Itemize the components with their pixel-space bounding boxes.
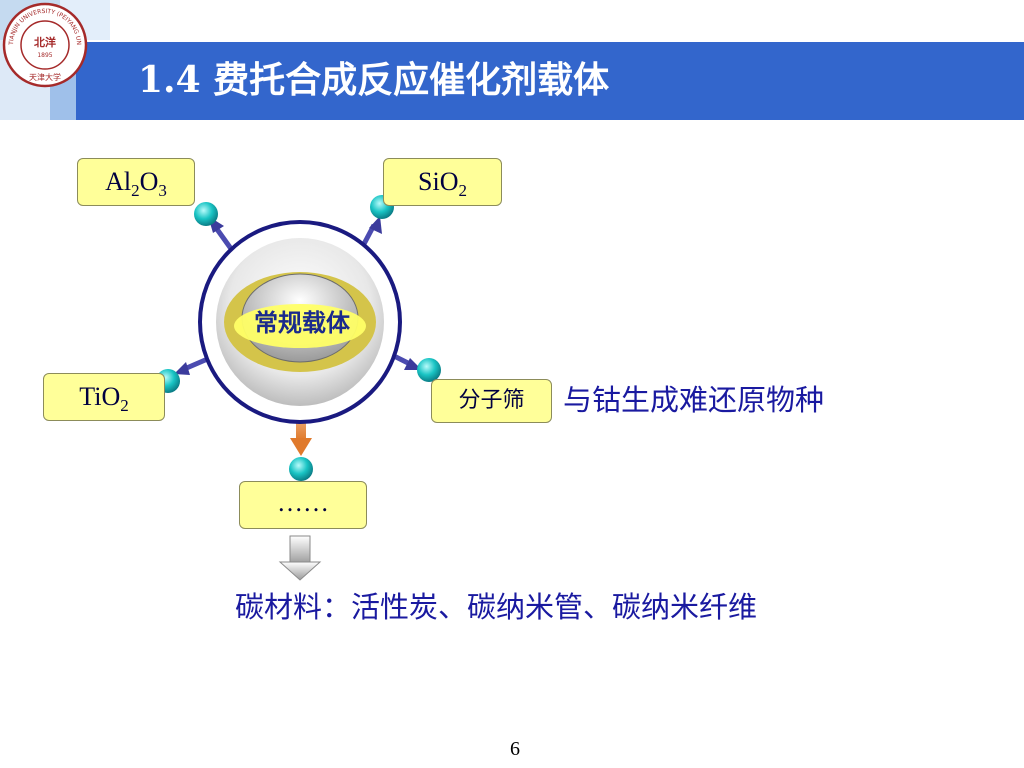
- logo-bottom-text: 天津大学: [29, 72, 61, 82]
- node-molecular-sieve: [417, 358, 441, 382]
- center-label-band: [234, 304, 366, 348]
- sio2-part1: SiO: [418, 167, 459, 196]
- page-number: 6: [510, 738, 520, 760]
- down-arrow-icon: [278, 535, 322, 581]
- support-box-molecular-sieve: 分子筛: [431, 379, 552, 423]
- al2o3-part1: Al: [105, 167, 132, 196]
- center-label: 常规载体: [254, 309, 350, 337]
- al2o3-sub2: 3: [158, 181, 167, 201]
- node-more: [289, 457, 313, 481]
- support-box-tio2: TiO2: [43, 373, 165, 421]
- molecular-sieve-note: 与钴生成难还原物种: [563, 383, 825, 417]
- tio2-part1: TiO: [79, 382, 121, 411]
- support-box-more: ……: [239, 481, 367, 529]
- sio2-sub1: 2: [458, 181, 467, 201]
- slide-title: 1.4 费托合成反应催化剂载体: [138, 59, 610, 101]
- support-box-sio2: SiO2: [383, 158, 502, 206]
- support-box-al2o3: Al2O3: [77, 158, 195, 206]
- university-logo: TIANJIN UNIVERSITY (PEIYANG UNIVERSITY) …: [2, 2, 88, 88]
- header-bar: [76, 42, 1024, 120]
- al2o3-sub1: 2: [131, 181, 140, 201]
- logo-center-text: 北洋: [34, 35, 56, 49]
- al2o3-part2: O: [139, 167, 159, 196]
- tio2-sub1: 2: [120, 396, 129, 416]
- node-al2o3: [194, 202, 218, 226]
- logo-year: 1895: [37, 52, 52, 59]
- carbon-materials-note: 碳材料：活性炭、碳纳米管、碳纳米纤维: [235, 590, 758, 624]
